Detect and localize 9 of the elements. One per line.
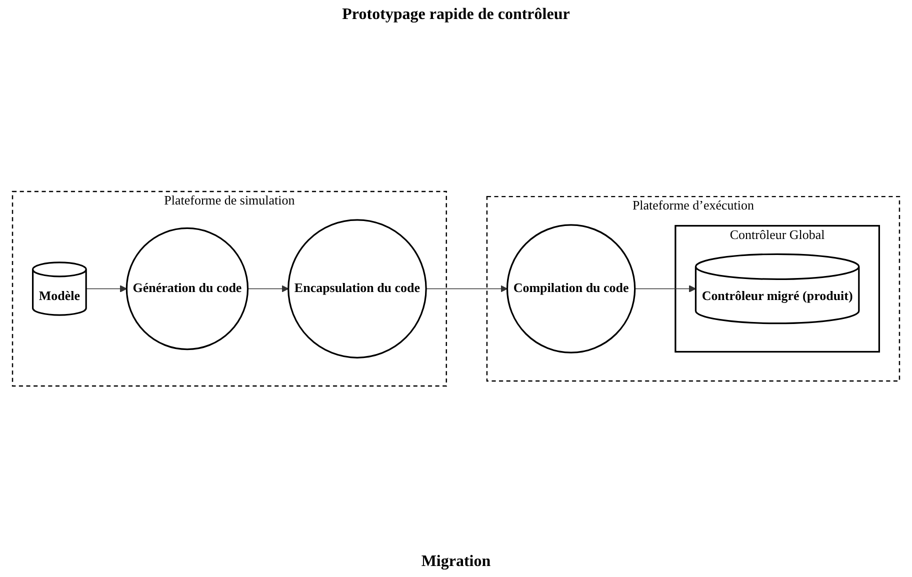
arrow [426,284,508,292]
node-circle: Encapsulation du code [288,218,427,358]
arrow [247,284,289,292]
brace-label: Migration [421,553,491,571]
arrow [634,284,696,292]
node-circle: Génération du code [126,227,249,350]
arrow [86,284,127,292]
node-circle: Compilation du code [506,224,636,354]
brace-label: Prototypage rapide de contrôleur [342,6,570,24]
